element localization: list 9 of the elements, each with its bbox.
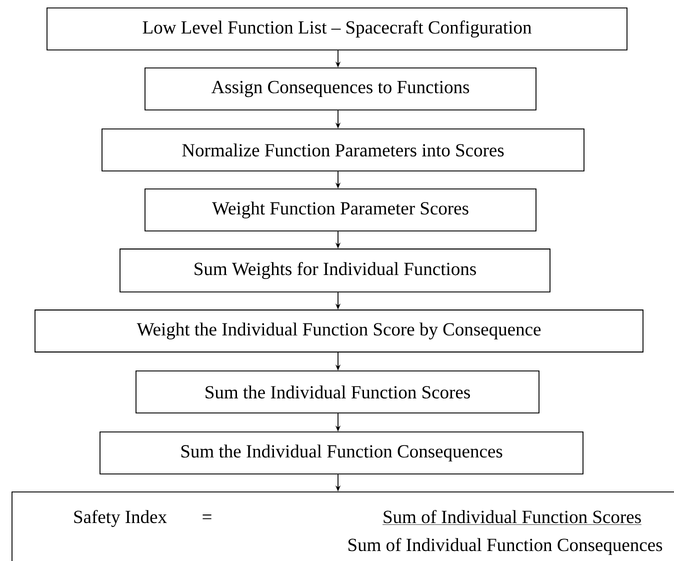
process-box: Weight Function Parameter Scores — [144, 188, 536, 232]
process-box: Low Level Function List – Spacecraft Configuration — [46, 8, 628, 50]
process-box: Assign Consequences to Functions — [144, 68, 536, 110]
process-box: Normalize Function Parameters into Scores — [102, 128, 584, 172]
process-box: Sum the Individual Function Consequences — [100, 432, 584, 474]
result-box: Safety Index = Sum of Individual Function Scores Sum of Individual Function Consequences — [12, 492, 674, 561]
process-box: Weight the Individual Function Score by Consequence — [34, 310, 644, 352]
process-box: Sum Weights for Individual Functions — [120, 248, 550, 292]
process-box: Sum the Individual Function Scores — [136, 370, 540, 414]
